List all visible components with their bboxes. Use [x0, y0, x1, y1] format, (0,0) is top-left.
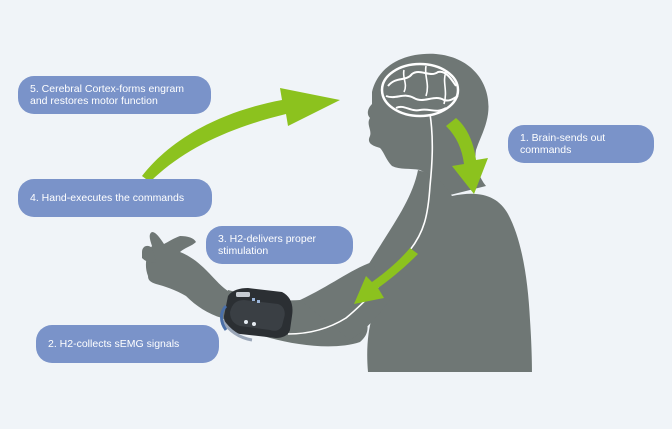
arrow-hand-to-brain	[142, 88, 340, 182]
step-4-label: 4. Hand-executes the commands	[18, 179, 212, 217]
arrow-brain-down	[446, 118, 488, 194]
step-5-label: 5. Cerebral Cortex-forms engram and rest…	[18, 76, 211, 114]
thumb-shape	[142, 245, 156, 263]
step-2-label: 2. H2-collects sEMG signals	[36, 325, 219, 363]
step-1-label: 1. Brain-sends out commands	[508, 125, 654, 163]
arrows	[142, 88, 488, 304]
step-3-label: 3. H2-delivers proper stimulation	[206, 226, 353, 264]
hand-shape	[145, 232, 230, 318]
arrow-to-arm	[354, 248, 418, 304]
brain-icon	[380, 62, 460, 118]
wearable-device-icon	[220, 288, 293, 342]
